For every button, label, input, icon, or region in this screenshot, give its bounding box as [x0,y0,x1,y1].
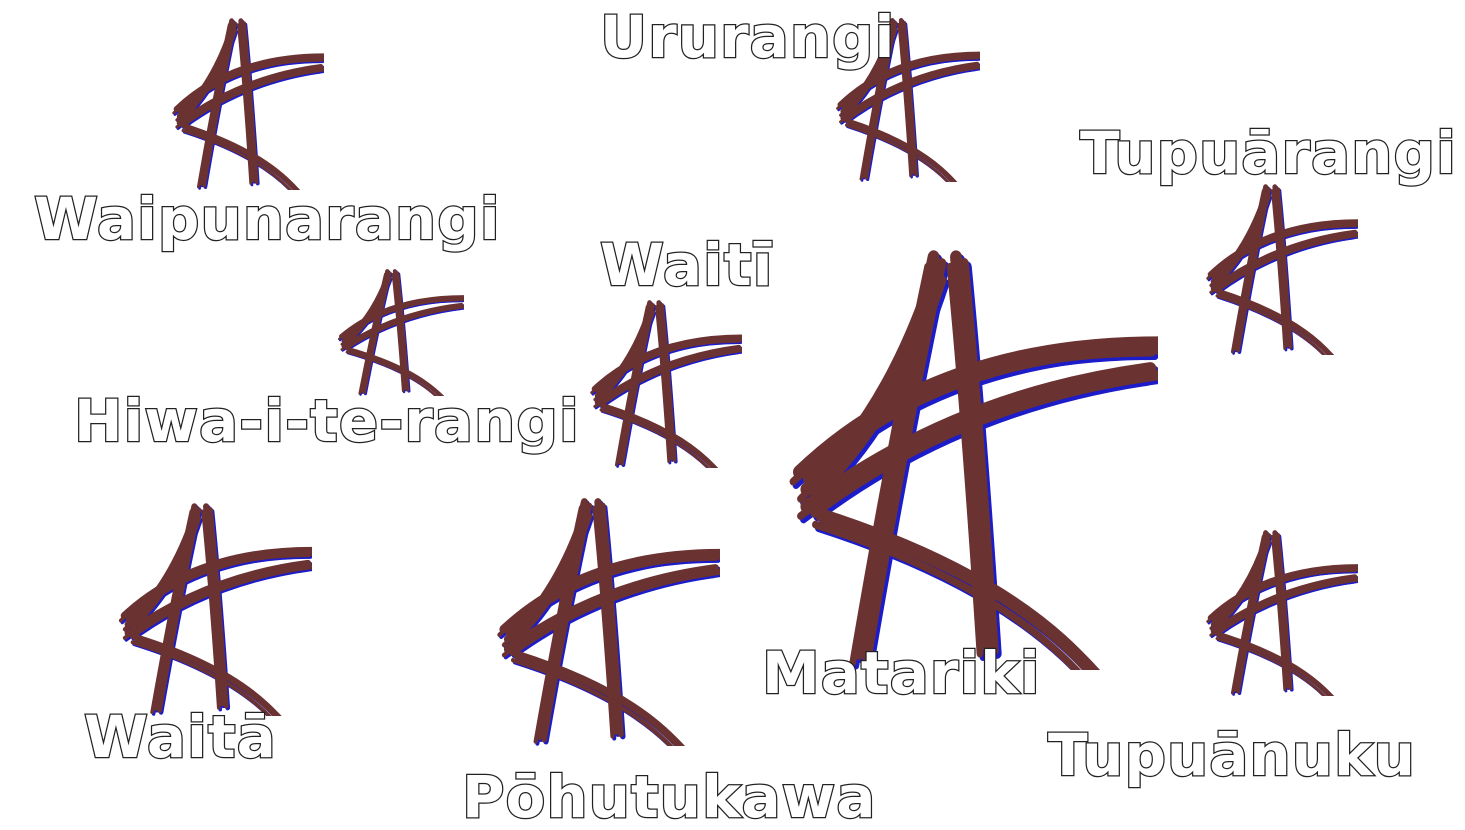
pohutukawa-label: Pōhutukawa [462,768,876,826]
tupuarangi-label: Tupuārangi [1080,124,1457,182]
tupuarangi-star-icon [1204,180,1358,355]
waita-label: Waitā [84,708,277,766]
waiti-label: Waitī [600,236,774,294]
matariki-label: Matariki [762,644,1041,702]
waita-star-icon [116,498,312,716]
tupuanuku-star-icon [1204,526,1358,696]
hiwa-i-te-rangi-label: Hiwa-i-te-rangi [74,392,580,450]
ururangi-label: Ururangi [600,8,895,66]
pohutukawa-star-icon [494,492,720,746]
tupuanuku-label: Tupuānuku [1048,726,1416,784]
waipunarangi-label: Waipunarangi [34,190,501,248]
waiti-star-icon [588,296,742,468]
matariki-star-icon [784,240,1158,670]
hiwa-i-te-rangi-star-icon [336,266,464,396]
waipunarangi-star-icon [170,14,324,190]
